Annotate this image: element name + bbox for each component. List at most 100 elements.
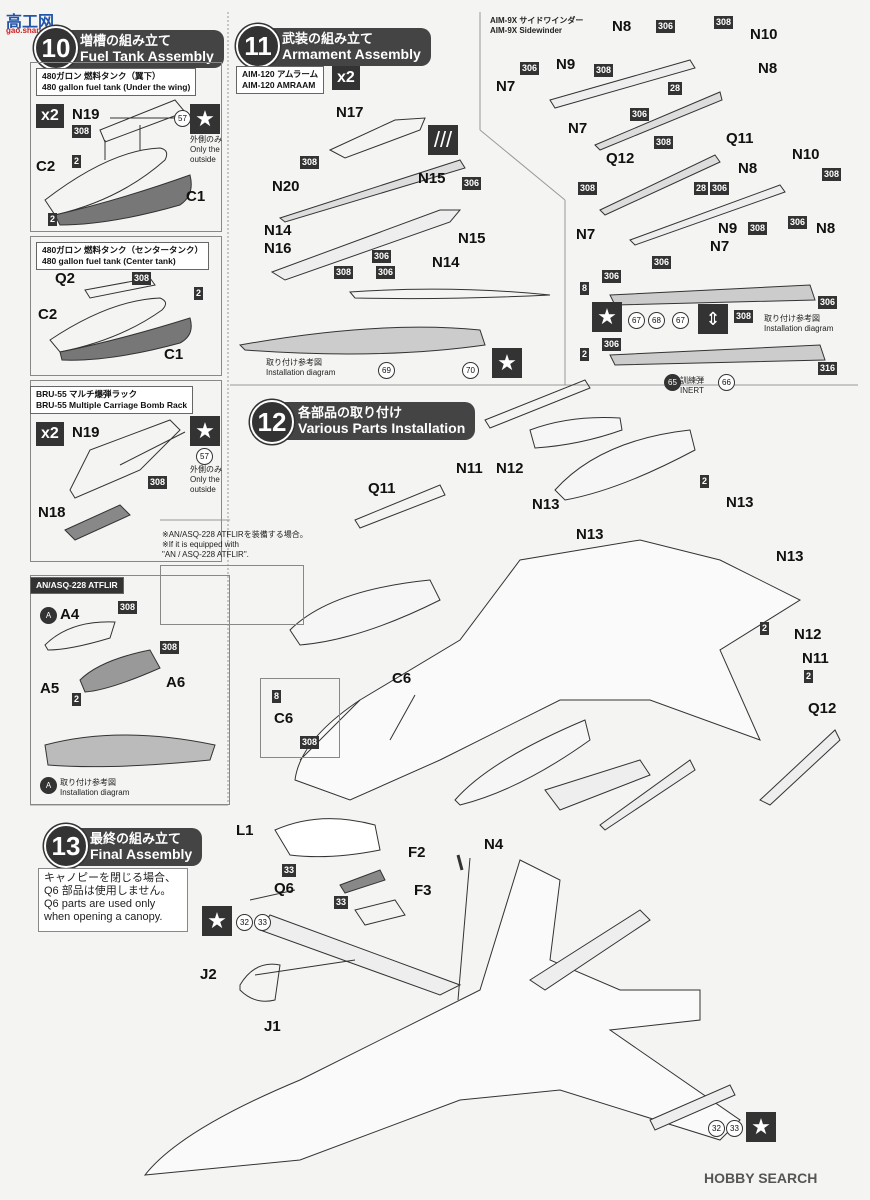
part-label-n19b: N19 <box>72 424 100 441</box>
ref-a-icon: A <box>40 607 57 624</box>
part-label-n9: N9 <box>556 56 576 73</box>
part-tag-308: 308 <box>72 125 92 138</box>
ref-a-icon-b: A <box>40 777 57 794</box>
install-en-b: Installation diagram <box>266 368 336 377</box>
part-tag-308h: 308 <box>334 266 354 279</box>
part-label-a5: A5 <box>40 680 60 697</box>
part-tag-306i: 306 <box>652 256 672 269</box>
part-tag-308k: 308 <box>654 136 674 149</box>
part-label-q11b: Q11 <box>368 480 396 497</box>
decal-32b: 32 <box>708 1120 725 1137</box>
part-label-n7c: N7 <box>576 226 596 243</box>
step10-heading: 増槽の組み立て Fuel Tank Assembly <box>48 30 224 68</box>
star-icon-e: ★ <box>202 906 232 936</box>
part-label-n11b: N11 <box>802 650 829 667</box>
part-tag-306l: 306 <box>602 338 622 351</box>
install-note-aim120: 取り付け参考図 Installation diagram <box>266 358 335 378</box>
part-label-n8d: N8 <box>816 220 836 237</box>
part-label-n18: N18 <box>38 504 66 521</box>
install-note-aim9x: 取り付け参考図 Installation diagram <box>764 314 833 334</box>
outside-en2: outside <box>190 155 216 164</box>
star-icon: ★ <box>190 104 220 134</box>
part-label-n13c: N13 <box>576 526 604 543</box>
atflir-panel <box>30 575 230 805</box>
aim120-subhead: AIM-120 アムラーム AIM-120 AMRAAM <box>236 66 325 94</box>
inert-jp: 訓練弾 <box>680 376 704 385</box>
part-label-q12: Q12 <box>606 150 635 167</box>
tank-center-subhead: 480ガロン 燃料タンク（センタータンク） 480 gallon fuel ta… <box>36 242 210 270</box>
part-tag-308e: 308 <box>118 601 138 614</box>
part-tag-33b: 33 <box>334 896 349 909</box>
step12-number: 12 <box>250 400 294 444</box>
part-label-j1: J1 <box>264 1018 281 1035</box>
qty-badge: x2 <box>36 104 64 128</box>
part-tag-316: 316 <box>818 362 838 375</box>
star-icon-f: ★ <box>746 1112 776 1142</box>
part-tag-306: 306 <box>462 177 482 190</box>
inert-en: INERT <box>680 386 704 395</box>
install-jp: 取り付け参考図 <box>60 778 116 787</box>
part-label-n17: N17 <box>336 104 364 121</box>
bru55-jp: BRU-55 マルチ爆弾ラック <box>36 389 138 399</box>
outside-note-b: 外側のみ Only the outside <box>190 465 222 495</box>
part-label-n13d: N13 <box>776 548 804 565</box>
part-tag-28: 28 <box>668 82 683 95</box>
tank-center-jp: 480ガロン 燃料タンク（センタータンク） <box>42 245 204 255</box>
part-tag-2g: 2 <box>760 622 770 635</box>
outside-en1-b: Only the <box>190 475 220 484</box>
part-tag-306j: 306 <box>602 270 622 283</box>
part-label-l1: L1 <box>236 822 254 839</box>
part-tag-8: 8 <box>580 282 590 295</box>
atflir-inset <box>160 565 304 625</box>
part-tag-306c: 306 <box>376 266 396 279</box>
part-tag-308j: 308 <box>594 64 614 77</box>
outside-en2-b: outside <box>190 485 216 494</box>
decal-icon: /// <box>428 125 458 155</box>
qty-badge-c: x2 <box>332 66 360 90</box>
part-label-q11: Q11 <box>726 130 754 147</box>
swap-arrows-icon: ⇕ <box>698 304 728 334</box>
part-label-c1b: C1 <box>164 346 184 363</box>
part-label-c6b: C6 <box>274 710 294 727</box>
install-jp-c: 取り付け参考図 <box>764 314 820 323</box>
part-tag-2f: 2 <box>700 475 710 488</box>
tank-wing-en: 480 gallon fuel tank (Under the wing) <box>42 82 191 92</box>
c6-inset <box>260 678 340 758</box>
part-label-n19: N19 <box>72 106 100 123</box>
step12-heading: 各部品の取り付け Various Parts Installation <box>266 402 476 440</box>
install-en: Installation diagram <box>60 788 130 797</box>
step13-title-jp: 最終の組み立て <box>90 831 182 846</box>
outside-jp: 外側のみ <box>190 135 222 144</box>
part-label-c2: C2 <box>36 158 56 175</box>
step10-title-en: Fuel Tank Assembly <box>80 48 214 64</box>
part-label-n9b: N9 <box>718 220 738 237</box>
part-tag-2h: 2 <box>804 670 814 683</box>
decal-32: 32 <box>236 914 253 931</box>
decal-33: 33 <box>254 914 271 931</box>
decal-57b: 57 <box>196 448 213 465</box>
part-label-c1: C1 <box>186 188 206 205</box>
part-label-f2: F2 <box>408 844 426 861</box>
decal-67: 67 <box>628 312 645 329</box>
atflir-subhead: AN/ASQ-228 ATFLIR <box>30 577 124 594</box>
aim9x-en: AIM-9X Sidewinder <box>490 26 563 35</box>
part-label-c2b: C2 <box>38 306 58 323</box>
part-label-q12b: Q12 <box>808 700 837 717</box>
decal-57: 57 <box>174 110 191 127</box>
part-tag-308i: 308 <box>714 16 734 29</box>
star-icon-c: ★ <box>492 348 522 378</box>
install-note-atflir: 取り付け参考図 Installation diagram <box>60 778 129 798</box>
part-tag-306k: 306 <box>818 296 838 309</box>
tank-wing-subhead: 480ガロン 燃料タンク（翼下） 480 gallon fuel tank (U… <box>36 68 197 96</box>
part-label-n8: N8 <box>612 18 632 35</box>
part-tag-308f: 308 <box>160 641 180 654</box>
step11-heading: 武装の組み立て Armament Assembly <box>250 28 431 66</box>
part-tag-306g: 306 <box>710 182 730 195</box>
part-tag-306b: 306 <box>372 250 392 263</box>
part-label-n8c: N8 <box>738 160 758 177</box>
bru55-panel <box>30 380 222 562</box>
aim120-jp: AIM-120 アムラーム <box>242 69 319 79</box>
atflir-note: ※AN/ASQ-228 ATFLIRを装備する場合。 ※If it is equ… <box>162 530 308 560</box>
install-jp-b: 取り付け参考図 <box>266 358 322 367</box>
